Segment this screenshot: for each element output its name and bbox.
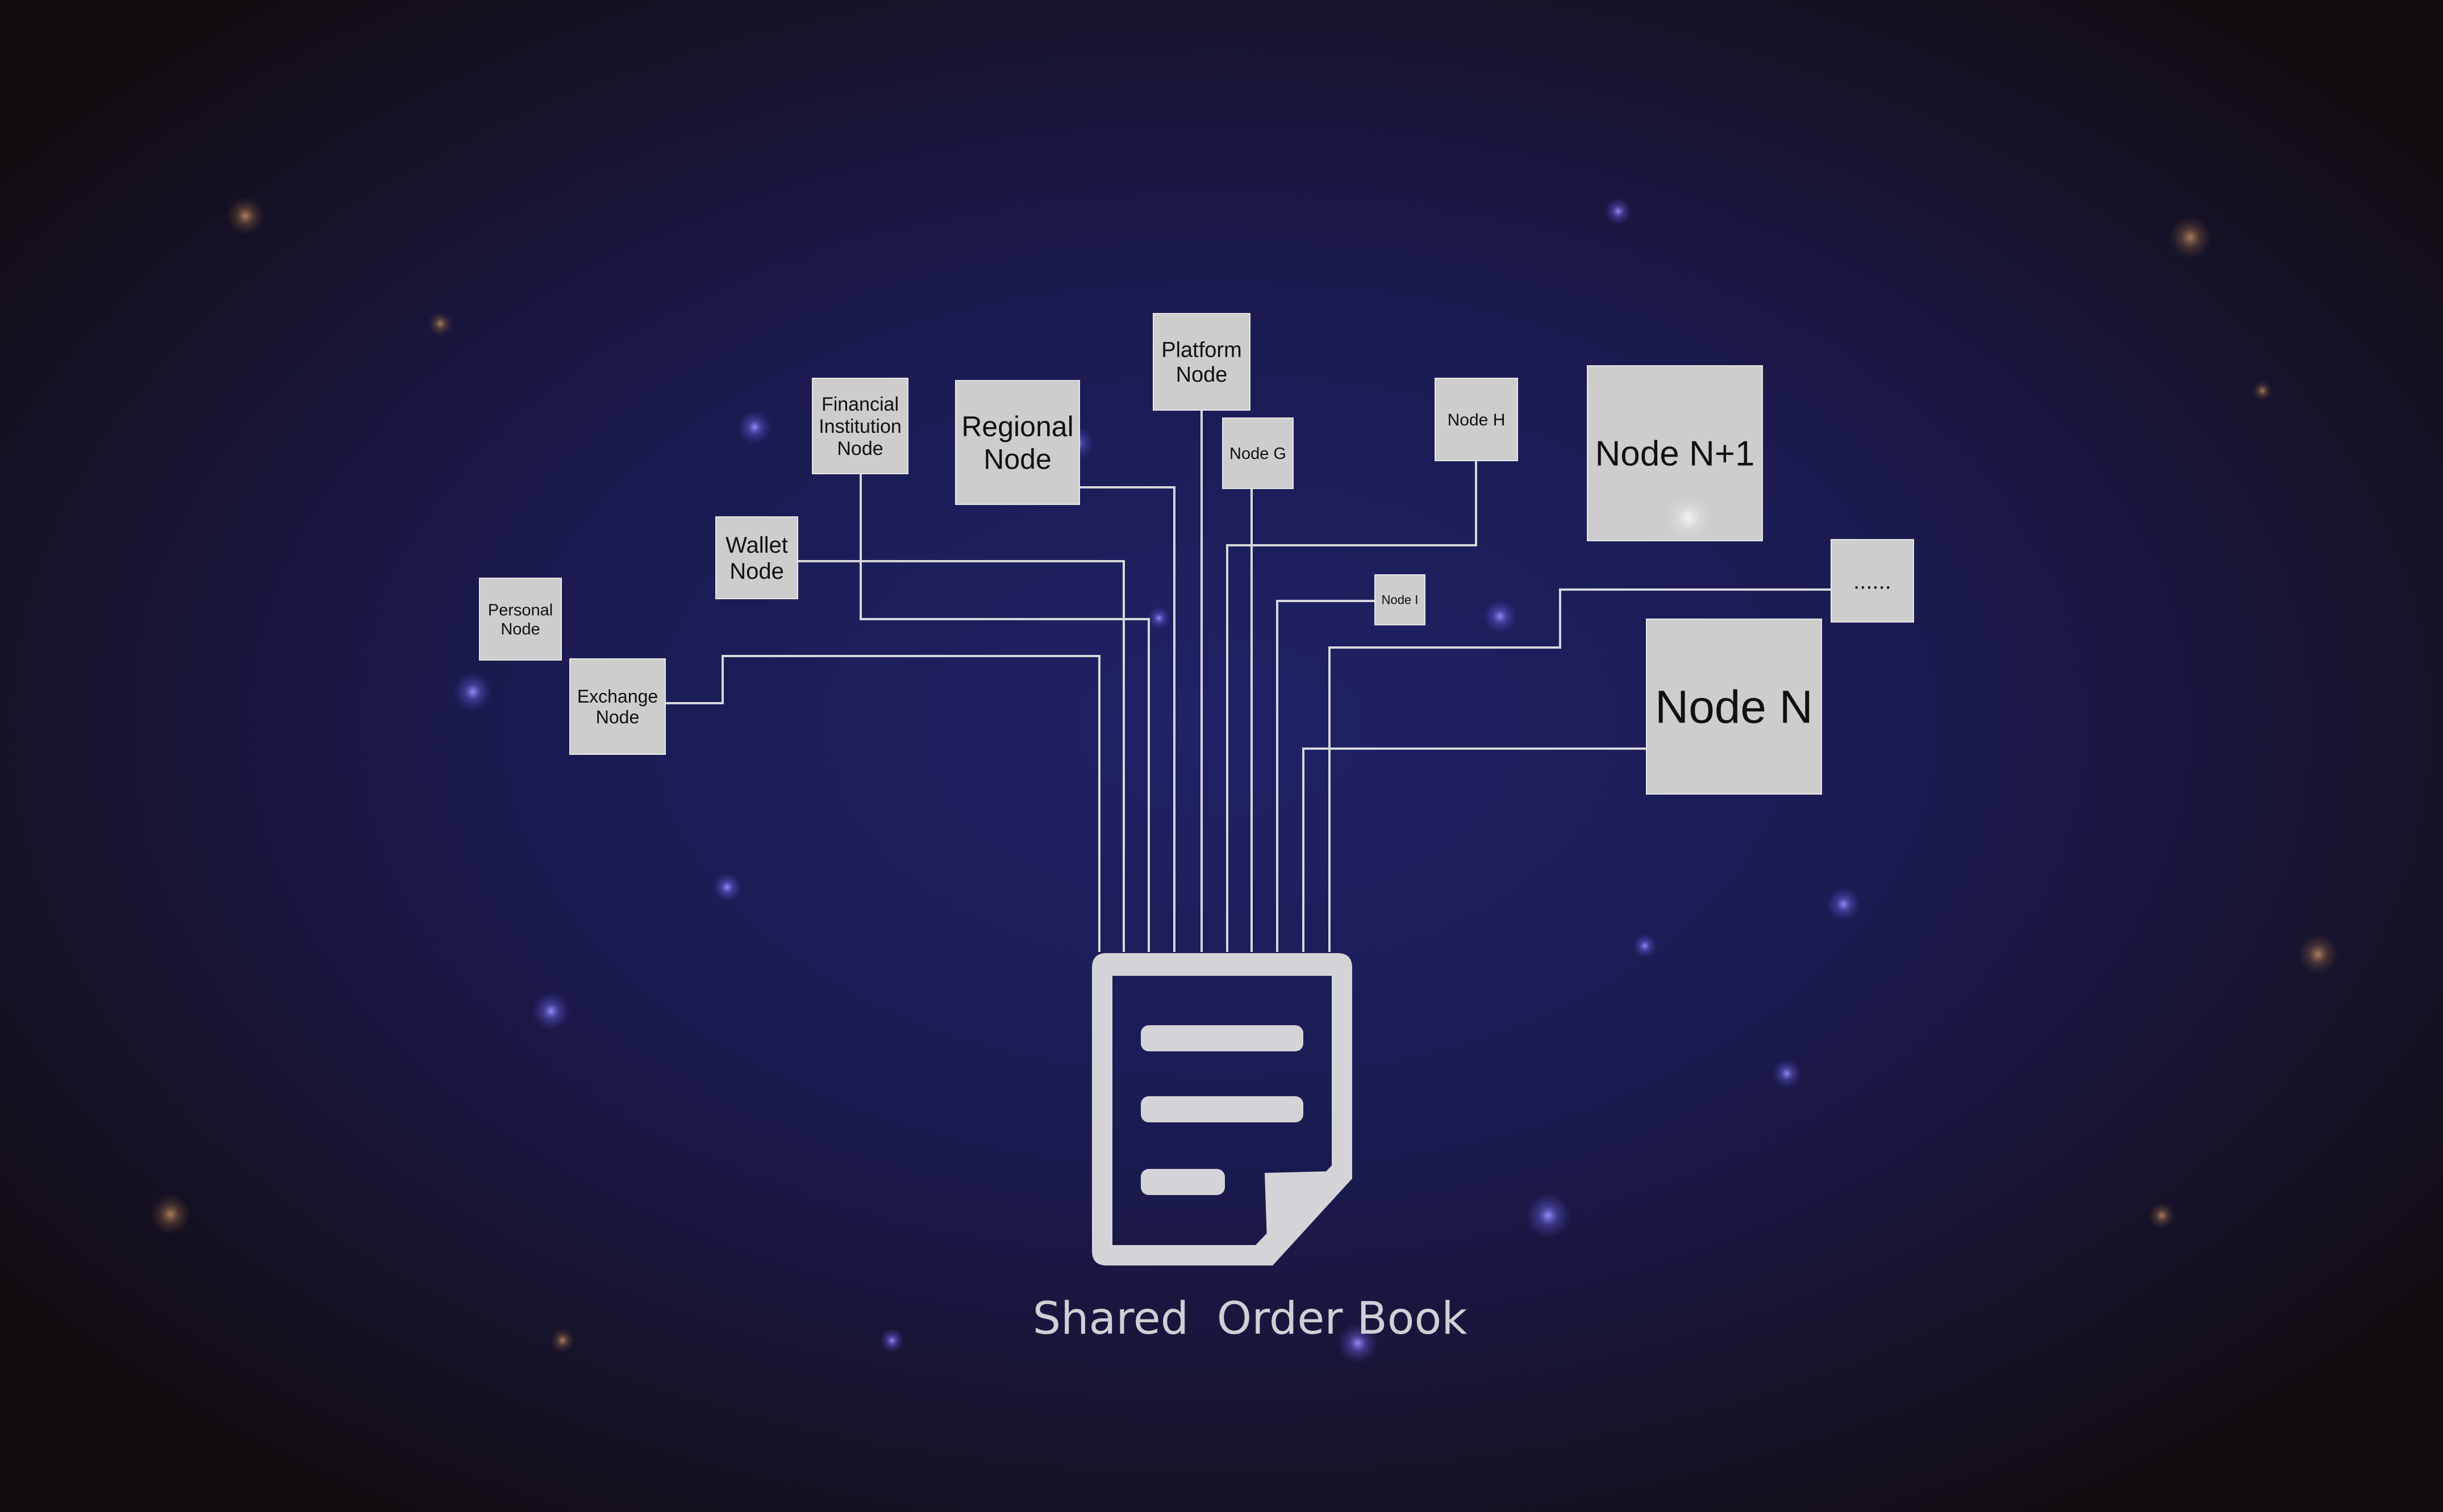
glow-dot [428,311,453,336]
diagram-caption: Shared Order Book [1033,1293,1468,1344]
glow-dot [1604,198,1632,225]
glow-dot [1827,887,1861,921]
glow-dot [150,1194,191,1235]
node-node-n: Node N [1646,619,1822,795]
node-box [1153,313,1250,411]
document-line [1141,1169,1225,1195]
glow-dot [2148,1202,2175,1229]
node-label: Wallet [726,533,788,558]
node-label: Node [1176,363,1228,387]
node-node-g: Node G [1222,417,1294,489]
glow-dot [550,1328,575,1353]
node-ellipsis: ...... [1831,539,1914,623]
nodes: PersonalNodeExchangeNodeWalletNodeFinanc… [479,313,1914,795]
document-line [1141,1025,1303,1051]
glow-dot [879,1328,904,1353]
node-box [1831,539,1914,623]
document-icon [1092,953,1352,1265]
glow-dot [1525,1193,1571,1238]
connector-lines [664,410,1831,952]
node-label: Financial [822,394,899,415]
glow-dot [2252,381,2273,401]
node-label: Exchange [577,686,658,707]
connector-line [1302,747,1646,952]
node-box [812,378,908,474]
glow-dot [2169,216,2212,259]
node-node-h: Node H [1435,378,1518,461]
node-label: Node N+1 [1595,435,1755,474]
node-box [1374,574,1425,625]
node-label: Node [837,438,883,460]
node-label: Regional [961,411,1073,442]
node-box [955,380,1080,505]
document-line [1141,1096,1303,1122]
node-label: Node [729,559,784,584]
node-box [569,658,666,755]
node-label: Node N [1655,682,1813,733]
glow-dot [1148,607,1170,629]
node-box [1222,417,1294,489]
connector-line [664,655,1100,952]
node-box [1646,619,1822,795]
node-label: Node [501,620,540,638]
node-box [1435,378,1518,461]
glow-dot [1632,933,1657,958]
node-label: Institution [819,416,902,437]
node-label: Node I [1382,593,1419,607]
connector-line [798,560,1125,952]
background-glows [150,197,2338,1364]
node-label: Node [983,443,1052,475]
connector-line [860,474,1150,952]
node-label: Node H [1448,411,1506,429]
glow-dot [453,673,492,711]
node-label: ...... [1853,569,1891,594]
connector-line [1276,600,1375,952]
glow-dot [737,410,772,444]
node-node-i: Node I [1374,574,1425,625]
glow-dot [1772,1059,1802,1088]
node-label: Platform [1161,338,1241,362]
glow-dot [1483,599,1517,633]
connector-line [1226,461,1477,952]
node-label: Node G [1229,445,1286,463]
node-label: Node [596,707,640,728]
document-fold [1265,1171,1332,1241]
glow-dot [1337,1323,1378,1364]
glow-dot [2298,934,2338,975]
connector-line [1079,486,1175,952]
glow-dot [712,872,742,902]
glow-dot [1666,495,1711,541]
node-box [715,516,798,599]
node-label: Personal [488,601,553,619]
node-box [479,578,562,661]
glow-dot [226,197,265,235]
glow-dot [532,992,570,1030]
